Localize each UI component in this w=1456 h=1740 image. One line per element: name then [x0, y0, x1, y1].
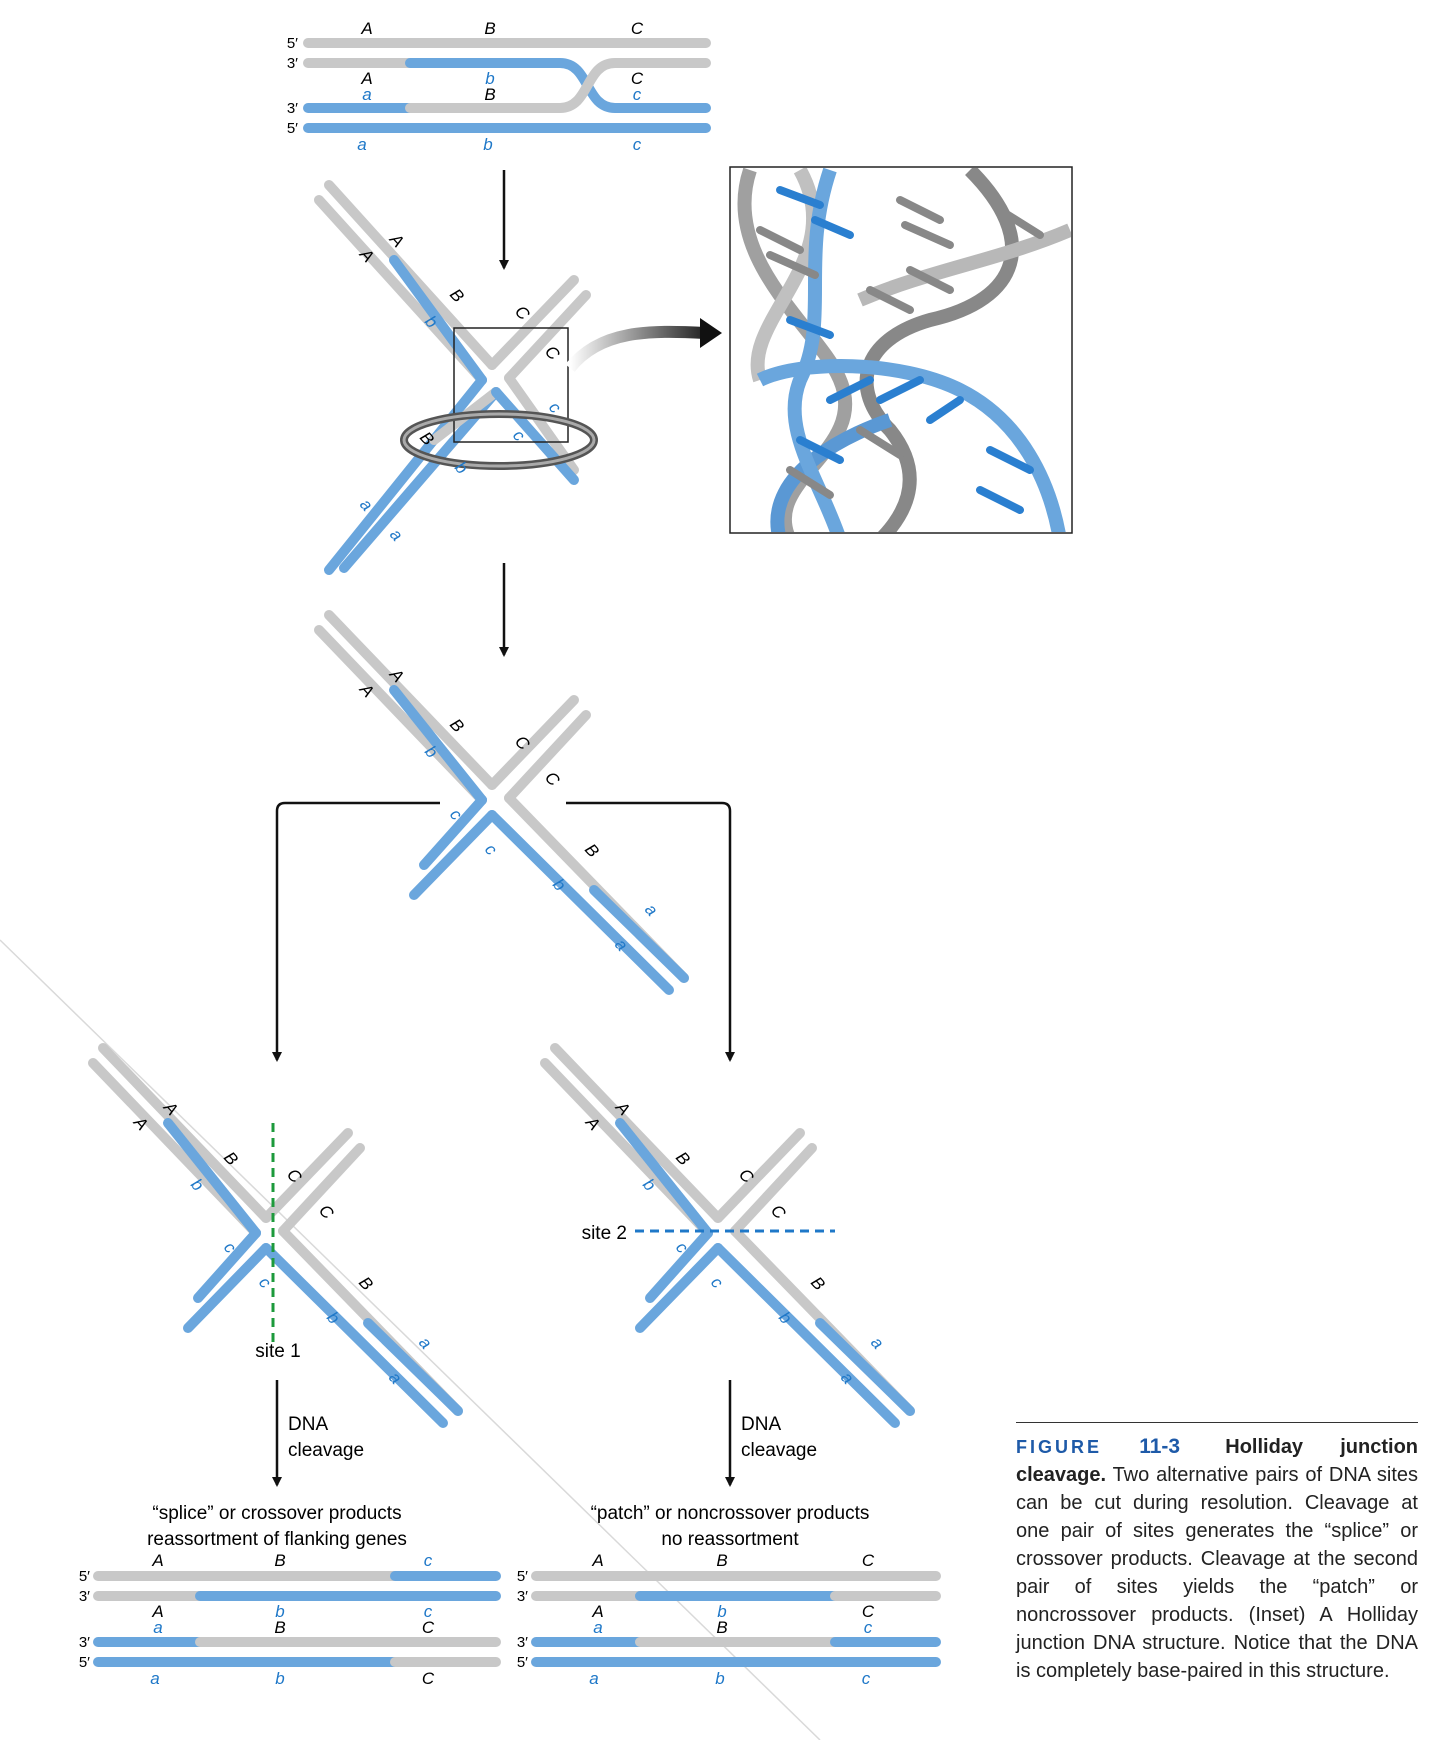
label-5prime: 5′ [517, 1654, 528, 1671]
gene-label-c: c [862, 1669, 871, 1688]
splice-products-title: “splice” or crossover products [152, 1503, 401, 1524]
gene-label-C: C [631, 19, 644, 38]
gene-label-a: a [153, 1618, 162, 1637]
strand-top-2 [405, 58, 711, 113]
gene-label-C: C [862, 1551, 875, 1570]
gene-label-b: b [715, 1669, 724, 1688]
gene-label-B: B [716, 1618, 727, 1637]
cleavage-label-line1: DNA [288, 1414, 328, 1435]
label-5prime: 5′ [287, 35, 298, 52]
gene-label-A: A [151, 1602, 163, 1621]
inset-box [453, 327, 569, 443]
label-3prime: 3′ [517, 1588, 528, 1605]
gene-label-a: a [593, 1618, 602, 1637]
gene-label-c: c [633, 85, 642, 104]
branch-arrow-right [566, 801, 735, 1062]
gene-label-a: a [589, 1669, 598, 1688]
patch-products-duplexes: 5′ 3′ 3′ 5′ A B C A b C a B c a b c [517, 1551, 941, 1688]
gene-label-A: A [591, 1551, 603, 1570]
gene-label-B: B [581, 840, 603, 861]
gene-label-a: a [150, 1669, 159, 1688]
figure-title: Holliday junction cleavage. [1016, 1436, 1418, 1486]
cleavage-label-line2: cleavage [741, 1440, 817, 1461]
gene-label-B: B [446, 285, 468, 306]
gene-label-a: a [867, 1333, 887, 1353]
label-5prime: 5′ [79, 1568, 90, 1585]
gene-label-C: C [315, 1201, 338, 1223]
gene-label-c: c [424, 1551, 433, 1570]
label-5prime: 5′ [287, 120, 298, 137]
gene-label-a: a [362, 85, 371, 104]
gene-label-b: b [275, 1669, 284, 1688]
gene-label-B: B [807, 1273, 829, 1294]
top-duplex-pair: 5′ 3′ 3′ 5′ A B C A b C a B c a b c [287, 19, 711, 154]
gene-label-a: a [357, 135, 366, 154]
figure-caption-body: Two alternative pairs of DNA sites can b… [1016, 1464, 1418, 1682]
label-5prime: 5′ [517, 1568, 528, 1585]
gene-label-c: c [481, 840, 501, 859]
inset-pointer-arrow [565, 325, 706, 372]
gene-label-a: a [386, 525, 406, 545]
gene-label-C: C [862, 1602, 875, 1621]
figure-caption: FIGURE 11-3 Holliday junction cleavage. … [1016, 1422, 1418, 1685]
gene-label-B: B [484, 85, 495, 104]
gene-label-A: A [151, 1551, 163, 1570]
gene-label-C: C [767, 1201, 790, 1223]
inset-helix-structure [729, 166, 1073, 534]
branch-arrow-left [272, 801, 440, 1062]
figure-number: 11-3 [1139, 1435, 1181, 1458]
gene-label-c: c [424, 1602, 433, 1621]
holliday-junction-1: A A B b C C B b a a c c [314, 180, 598, 575]
gene-label-B: B [446, 715, 468, 736]
gene-label-b: b [485, 69, 494, 88]
gene-label-C: C [631, 69, 644, 88]
gene-label-A: A [360, 19, 372, 38]
gene-label-C: C [422, 1669, 435, 1688]
label-5prime: 5′ [79, 1654, 90, 1671]
cleavage-label-line1: DNA [741, 1414, 781, 1435]
label-3prime: 3′ [287, 100, 298, 117]
gene-label-B: B [220, 1148, 242, 1169]
label-3prime: 3′ [287, 55, 298, 72]
gene-label-C: C [422, 1618, 435, 1637]
label-3prime: 3′ [517, 1634, 528, 1651]
gene-label-b: b [717, 1602, 726, 1621]
gene-label-a: a [415, 1333, 435, 1353]
holliday-junction-2: A A B b C C c c B b a a [314, 610, 689, 995]
scan-artifact-line [0, 939, 821, 1740]
label-3prime: 3′ [79, 1588, 90, 1605]
patch-products-subtitle: no reassortment [661, 1529, 799, 1550]
gene-label-A: A [591, 1602, 603, 1621]
patch-products-title: “patch” or noncrossover products [591, 1503, 870, 1524]
gene-label-B: B [672, 1148, 694, 1169]
gene-label-c: c [864, 1618, 873, 1637]
figure-word: FIGURE [1016, 1437, 1103, 1457]
strand-top-3 [405, 58, 711, 113]
gene-label-c: c [633, 135, 642, 154]
holliday-junction-site1: A A B b C C c c B b a a [88, 1043, 463, 1428]
gene-label-b: b [275, 1602, 284, 1621]
site2-label: site 2 [582, 1223, 627, 1244]
cleavage-label-line2: cleavage [288, 1440, 364, 1461]
label-3prime: 3′ [79, 1634, 90, 1651]
gene-label-B: B [484, 19, 495, 38]
splice-products-subtitle: reassortment of flanking genes [147, 1529, 407, 1550]
gene-label-B: B [716, 1551, 727, 1570]
gene-label-B: B [274, 1551, 285, 1570]
gene-label-a: a [641, 900, 661, 920]
gene-label-c: c [707, 1273, 727, 1292]
gene-label-C: C [541, 768, 564, 790]
gene-label-b: b [483, 135, 492, 154]
gene-label-B: B [355, 1273, 377, 1294]
gene-label-B: B [274, 1618, 285, 1637]
gene-label-A: A [360, 69, 372, 88]
splice-products-duplexes: 5′ 3′ 3′ 5′ A B c A b c a B C a b C [79, 1551, 501, 1688]
site1-label: site 1 [255, 1341, 300, 1362]
